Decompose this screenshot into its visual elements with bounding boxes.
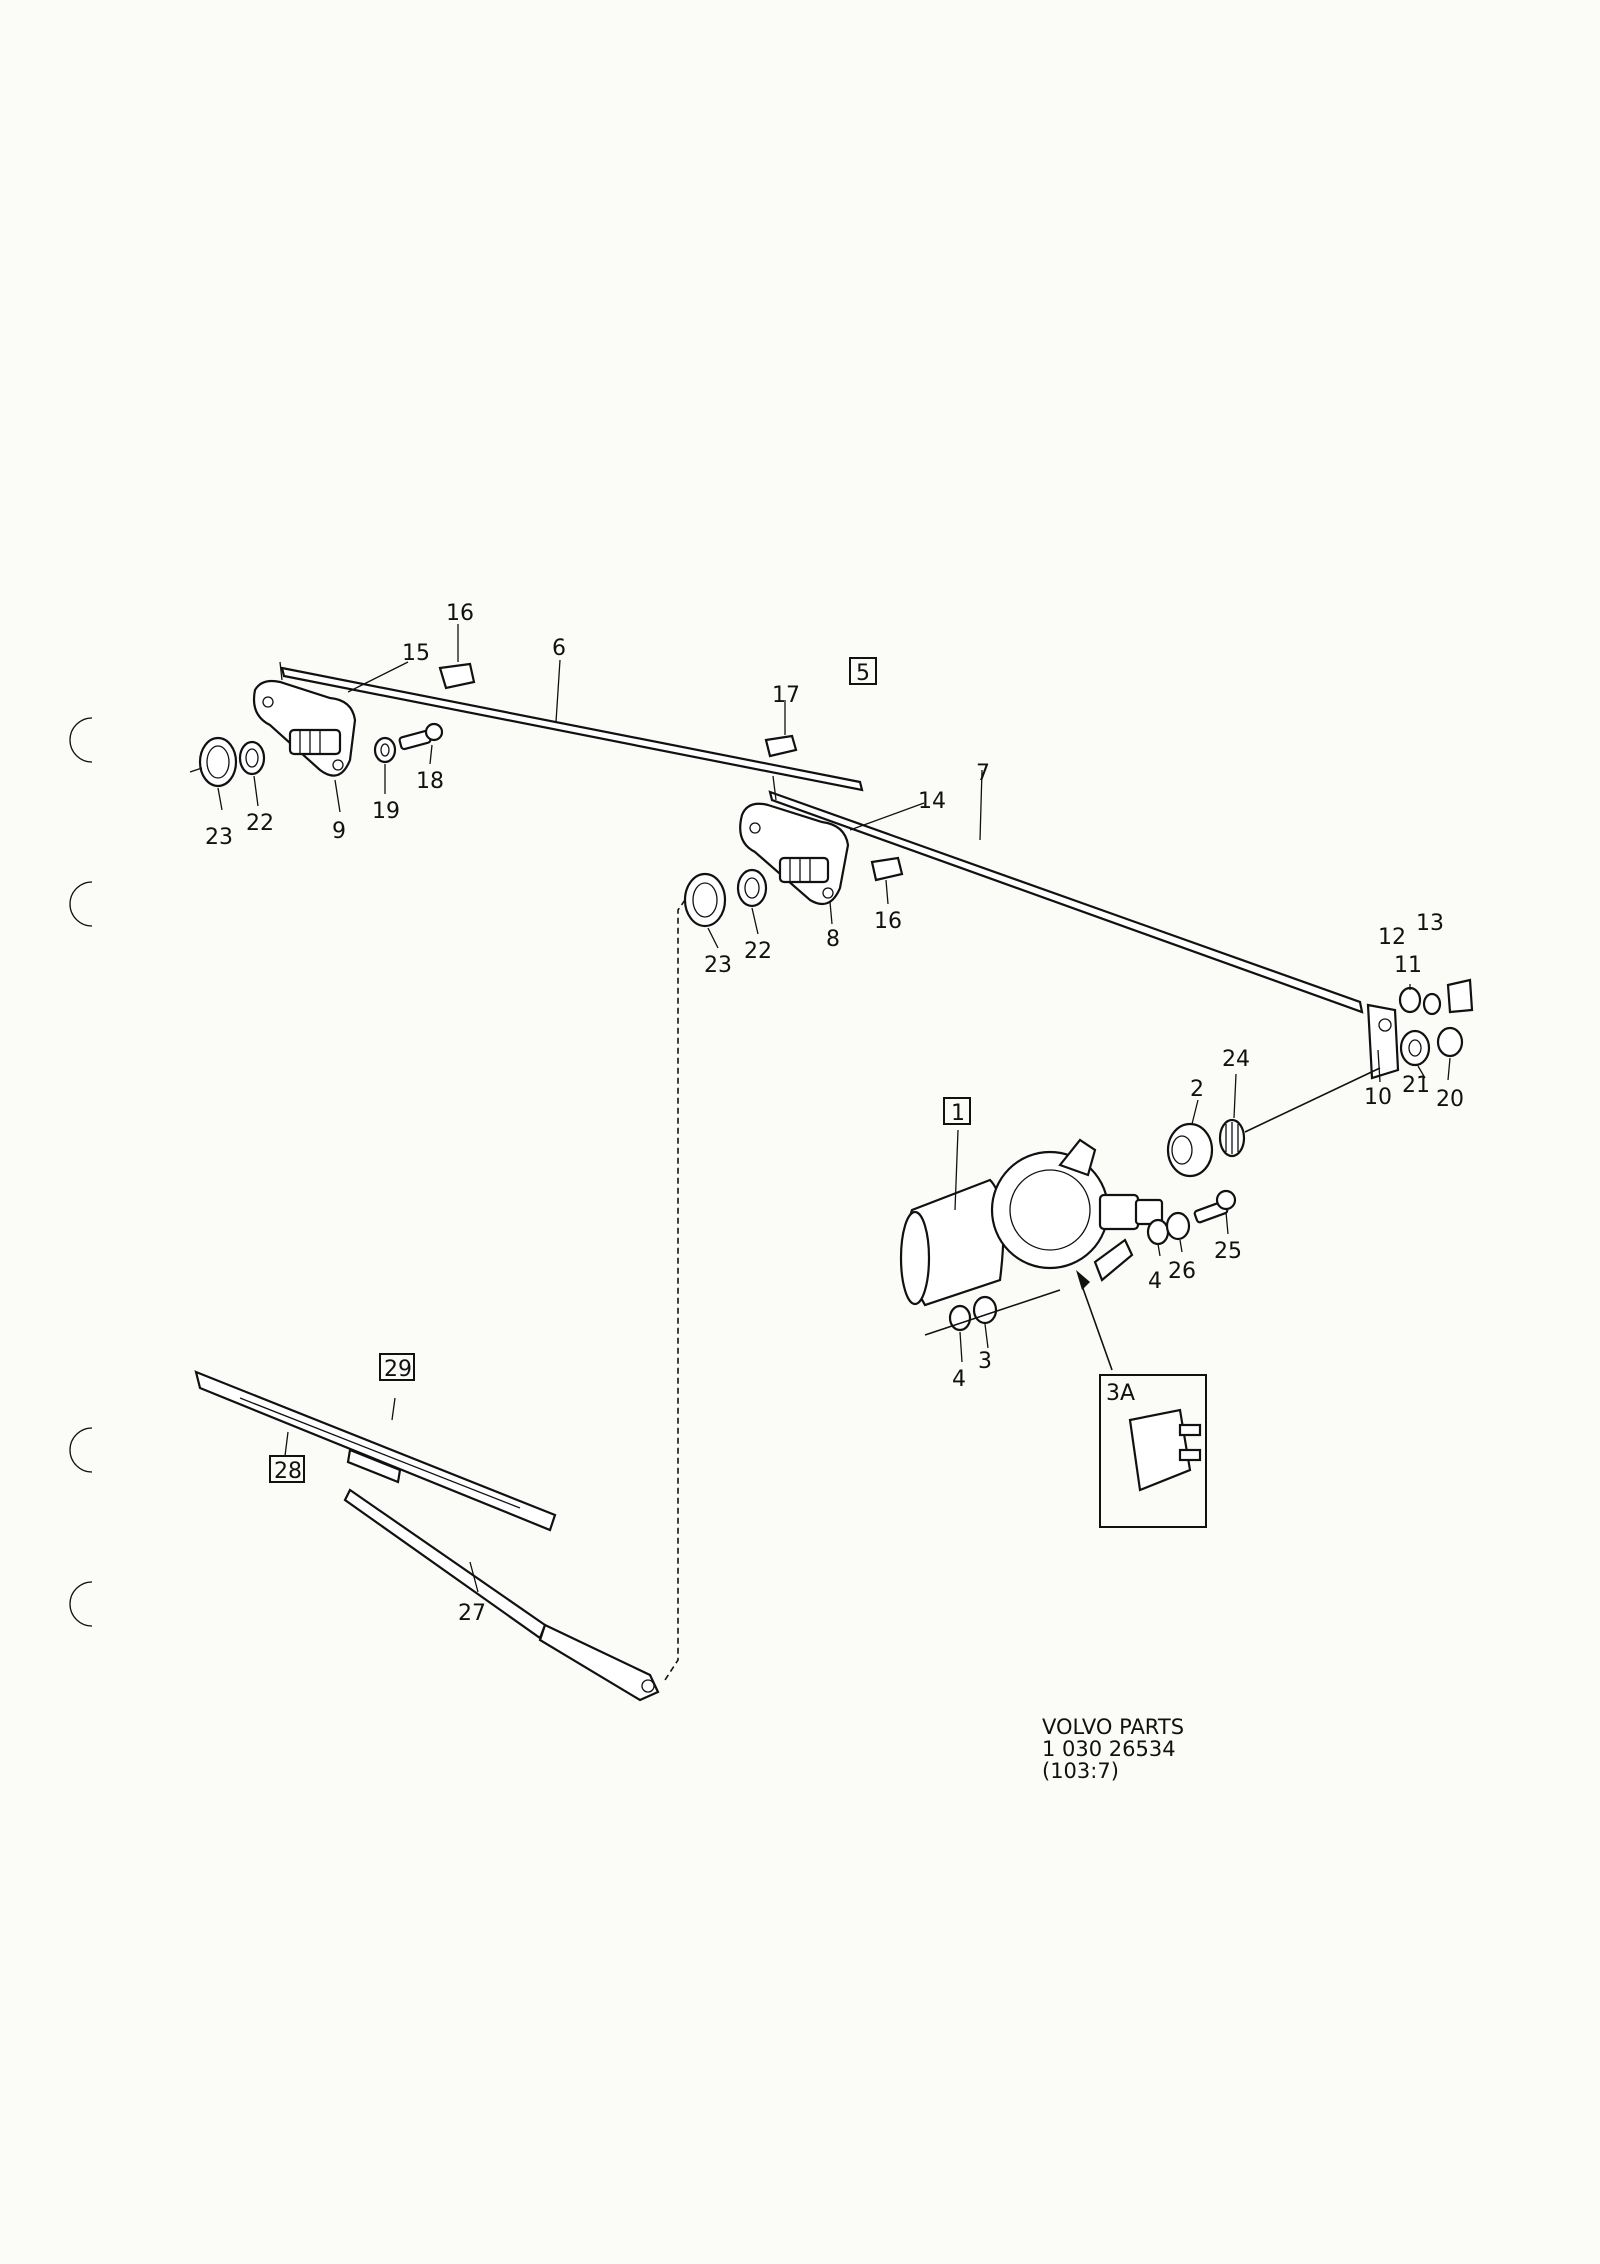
washer-22-left bbox=[238, 740, 266, 776]
washer-12 bbox=[1422, 992, 1442, 1016]
wiper-shaft-bracket-left bbox=[252, 679, 357, 777]
linkage-rod-7 bbox=[768, 775, 1364, 1014]
grommet-24 bbox=[1218, 1118, 1246, 1158]
callout-3a: 3A bbox=[1106, 1381, 1135, 1406]
callout-10: 10 bbox=[1364, 1085, 1392, 1110]
wiper-arm bbox=[343, 1488, 660, 1702]
callout-27: 27 bbox=[458, 1601, 486, 1626]
callout-18: 18 bbox=[416, 769, 444, 794]
callout-26: 26 bbox=[1168, 1259, 1196, 1284]
callout-14: 14 bbox=[918, 789, 946, 814]
crank-lever-10 bbox=[1366, 1003, 1400, 1080]
bushing-2 bbox=[1166, 1122, 1214, 1178]
dashed-mount-line bbox=[664, 899, 686, 1681]
linkage-connection-line bbox=[1244, 1067, 1381, 1133]
callout-7: 7 bbox=[976, 761, 990, 786]
callout-box-28 bbox=[269, 1455, 305, 1483]
callout-21: 21 bbox=[1402, 1073, 1430, 1098]
callout-box-5 bbox=[849, 657, 877, 685]
linkage-rod-6 bbox=[279, 661, 864, 792]
callout-2: 2 bbox=[1190, 1077, 1204, 1102]
callout-24: 24 bbox=[1222, 1047, 1250, 1072]
callout-19: 19 bbox=[372, 799, 400, 824]
callout-4-right: 4 bbox=[1148, 1269, 1162, 1294]
callout-23-left: 23 bbox=[205, 825, 233, 850]
clip-13 bbox=[1446, 978, 1474, 1014]
washer-22-center bbox=[736, 868, 768, 908]
callout-4-left: 4 bbox=[952, 1367, 966, 1392]
connector-3a-detail bbox=[1099, 1374, 1207, 1528]
washer-26 bbox=[1165, 1211, 1191, 1241]
arrow-head bbox=[1076, 1270, 1090, 1290]
bushing-23-left bbox=[189, 736, 238, 788]
clip-16-lower bbox=[870, 856, 904, 882]
callout-6: 6 bbox=[552, 636, 566, 661]
callout-13: 13 bbox=[1416, 911, 1444, 936]
wiper-motor bbox=[899, 1138, 1164, 1307]
detail-pointer-arrow bbox=[1079, 1279, 1113, 1371]
callout-8: 8 bbox=[826, 927, 840, 952]
callout-3: 3 bbox=[978, 1349, 992, 1374]
callout-23-center: 23 bbox=[704, 953, 732, 978]
callout-9: 9 bbox=[332, 819, 346, 844]
callouts: 16 15 6 5 17 14 7 23 22 9 19 18 23 22 8 … bbox=[205, 601, 1464, 1626]
washer-11 bbox=[1398, 986, 1422, 1014]
wiper-shaft-bracket-center bbox=[739, 802, 850, 906]
nut-20 bbox=[1436, 1026, 1464, 1058]
callout-29: 29 bbox=[384, 1357, 412, 1382]
callout-12: 12 bbox=[1378, 925, 1406, 950]
callout-16-lower: 16 bbox=[874, 909, 902, 934]
callout-box-29 bbox=[379, 1353, 415, 1381]
punch-holes bbox=[69, 717, 93, 1627]
screw-18 bbox=[398, 722, 444, 751]
callout-20: 20 bbox=[1436, 1087, 1464, 1112]
reference-line-1: VOLVO PARTS bbox=[1042, 1715, 1184, 1739]
washer-21 bbox=[1399, 1029, 1431, 1067]
bushing-23-center bbox=[683, 872, 727, 928]
washer-4-right bbox=[1146, 1218, 1170, 1246]
clip-17 bbox=[764, 734, 798, 758]
callout-28: 28 bbox=[274, 1459, 302, 1484]
reference-block: VOLVO PARTS 1 030 26534 (103:7) bbox=[1042, 1715, 1184, 1783]
reference-line-2: 1 030 26534 bbox=[1042, 1737, 1176, 1761]
reference-line-3: (103:7) bbox=[1042, 1759, 1119, 1783]
callout-11: 11 bbox=[1394, 953, 1422, 978]
clip-16-upper bbox=[438, 662, 476, 690]
wiper-blade bbox=[194, 1370, 557, 1532]
callout-1: 1 bbox=[951, 1101, 965, 1126]
callout-22-center: 22 bbox=[744, 939, 772, 964]
washer-4-left bbox=[948, 1304, 972, 1332]
washer-19 bbox=[373, 736, 397, 764]
callout-box-1 bbox=[943, 1097, 971, 1125]
callout-5: 5 bbox=[856, 661, 870, 686]
callout-22-left: 22 bbox=[246, 811, 274, 836]
callout-25: 25 bbox=[1214, 1239, 1242, 1264]
callout-17: 17 bbox=[772, 683, 800, 708]
leader-lines bbox=[217, 624, 1451, 1593]
callout-15: 15 bbox=[402, 641, 430, 666]
screw-25 bbox=[1193, 1189, 1237, 1224]
washer-3 bbox=[972, 1295, 998, 1325]
motor-mount-line bbox=[924, 1289, 1061, 1336]
callout-16-upper: 16 bbox=[446, 601, 474, 626]
